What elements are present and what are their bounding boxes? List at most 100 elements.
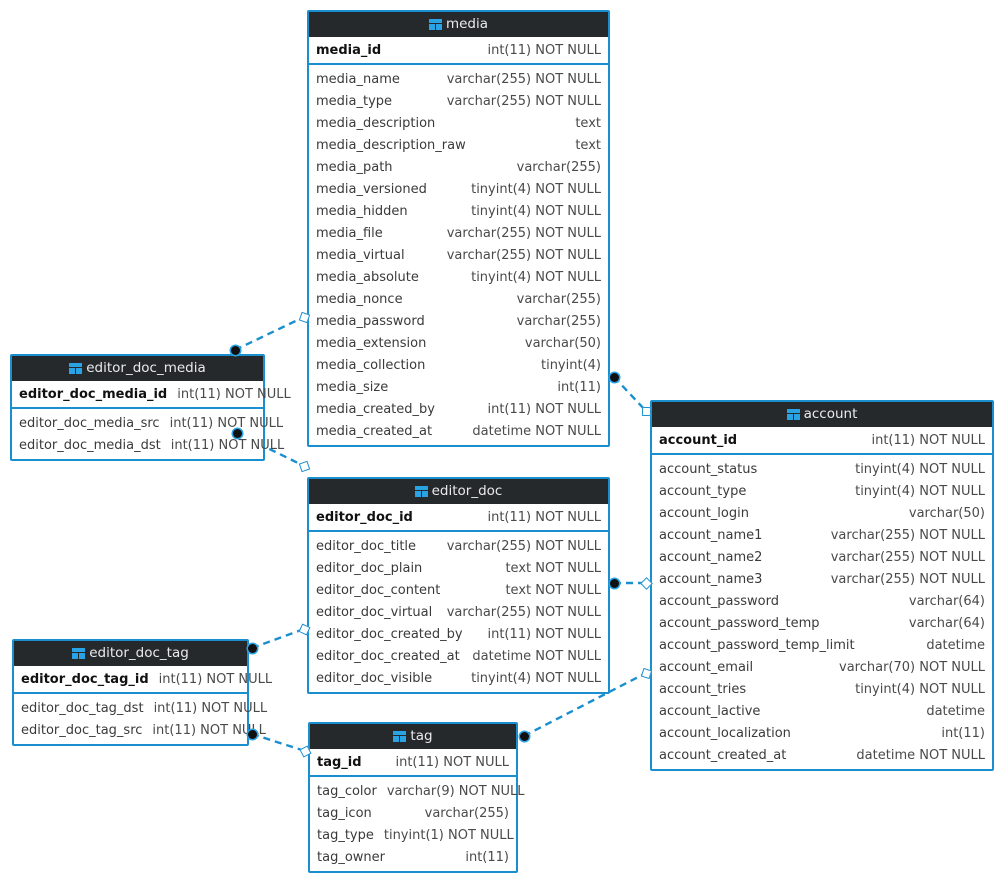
column-type: varchar(50): [908, 505, 985, 521]
column-name: tag_owner: [317, 849, 385, 865]
column-name: editor_doc_content: [316, 582, 441, 598]
column-type: varchar(70) NOT NULL: [839, 659, 985, 675]
column-name: media_created_at: [316, 423, 433, 439]
relationship-source-dot: [609, 578, 619, 588]
column-type: varchar(255) NOT NULL: [446, 93, 601, 109]
entity-header[interactable]: editor_doc: [309, 479, 608, 504]
entity-name: media: [445, 16, 489, 32]
column-row: tag_owner int(11): [310, 846, 516, 868]
column-row: media_hidden tinyint(4) NOT NULL: [309, 200, 608, 222]
column-row: media_description_raw text: [309, 134, 608, 156]
column-name: account_tries: [659, 681, 747, 697]
column-name: media_extension: [316, 335, 427, 351]
column-name: editor_doc_media_dst: [19, 437, 161, 453]
column-row: tag_icon varchar(255): [310, 802, 516, 824]
entity-name: editor_doc_media: [86, 360, 206, 376]
column-name: media_description_raw: [316, 137, 466, 153]
column-name: account_password_temp_limit: [659, 637, 855, 653]
column-name: media_password: [316, 313, 425, 329]
primary-key-section: editor_doc_media_id int(11) NOT NULL: [12, 381, 291, 409]
entity-table-editor_doc_media[interactable]: editor_doc_media editor_doc_media_id int(1…: [10, 354, 291, 461]
column-type: varchar(255) NOT NULL: [446, 225, 601, 241]
column-type: int(11) NOT NULL: [395, 754, 509, 770]
column-type: text: [575, 137, 601, 153]
relationship-line: [251, 627, 305, 650]
column-type: datetime: [926, 703, 985, 719]
column-type: tinyint(4) NOT NULL: [855, 681, 985, 697]
column-type: varchar(64): [908, 615, 985, 631]
column-type: tinyint(4): [540, 357, 601, 373]
column-name: account_id: [659, 432, 738, 448]
column-name: editor_doc_virtual: [316, 604, 433, 620]
entity-header[interactable]: tag: [310, 724, 516, 749]
column-type: int(11) NOT NULL: [177, 386, 291, 402]
column-name: editor_doc_tag_dst: [21, 700, 144, 716]
column-type: varchar(255) NOT NULL: [446, 604, 601, 620]
entity-name: tag: [410, 728, 433, 744]
relationship-line: [613, 376, 647, 412]
column-name: account_password: [659, 593, 780, 609]
column-name: account_lactive: [659, 703, 761, 719]
column-type: varchar(255): [424, 805, 509, 821]
column-name: tag_id: [317, 754, 362, 770]
column-type: varchar(255) NOT NULL: [446, 247, 601, 263]
column-type: int(11): [465, 849, 509, 865]
primary-key-row: account_id int(11) NOT NULL: [652, 427, 992, 453]
column-type: varchar(255) NOT NULL: [446, 538, 601, 554]
column-type: tinyint(4) NOT NULL: [471, 203, 601, 219]
column-name: media_hidden: [316, 203, 408, 219]
column-type: text NOT NULL: [505, 560, 601, 576]
column-type: varchar(50): [524, 335, 601, 351]
column-type: varchar(9) NOT NULL: [386, 783, 525, 799]
column-row: account_name3 varchar(255) NOT NULL: [652, 568, 992, 590]
column-name: account_password_temp: [659, 615, 820, 631]
column-type: int(11) NOT NULL: [487, 626, 601, 642]
column-name: tag_icon: [317, 805, 372, 821]
entity-header[interactable]: editor_doc_media: [12, 356, 263, 381]
column-name: account_name3: [659, 571, 763, 587]
primary-key-section: account_id int(11) NOT NULL: [652, 427, 992, 455]
entity-header[interactable]: account: [652, 402, 992, 427]
table-icon: [393, 731, 407, 742]
relationship-line: [234, 315, 305, 352]
table-icon: [428, 19, 442, 30]
column-name: media_size: [316, 379, 389, 395]
column-name: editor_doc_media_id: [19, 386, 168, 402]
column-name: media_name: [316, 71, 400, 87]
primary-key-section: tag_id int(11) NOT NULL: [310, 749, 516, 777]
column-name: editor_doc_tag_src: [21, 722, 143, 738]
column-type: int(11) NOT NULL: [871, 432, 985, 448]
column-row: media_name varchar(255) NOT NULL: [309, 68, 608, 90]
column-type: datetime NOT NULL: [472, 423, 601, 439]
column-type: int(11) NOT NULL: [152, 722, 266, 738]
column-name: tag_type: [317, 827, 374, 843]
column-name: editor_doc_visible: [316, 670, 433, 686]
column-type: varchar(255) NOT NULL: [446, 71, 601, 87]
entity-header[interactable]: editor_doc_tag: [14, 641, 247, 666]
entity-header[interactable]: media: [309, 12, 608, 37]
column-type: varchar(255) NOT NULL: [830, 571, 985, 587]
